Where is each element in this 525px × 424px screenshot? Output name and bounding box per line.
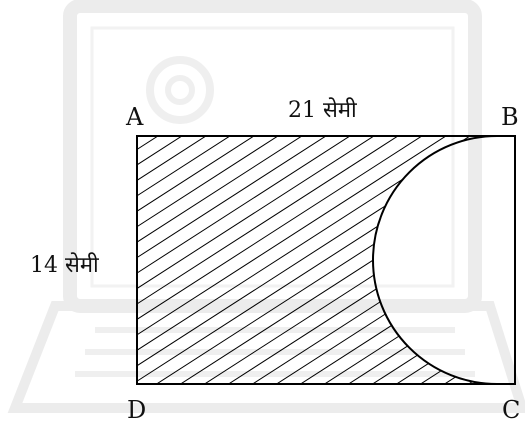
hatch-line (321, 136, 497, 384)
hatch-line (137, 136, 402, 384)
watermark-laptop-logo (7, 0, 525, 413)
rectangle-abcd (136, 135, 516, 385)
vertex-label-a: A (125, 103, 144, 131)
left-side-length-label: 14 सेमी (30, 252, 99, 278)
hatch-line (137, 136, 354, 384)
hatch-line (137, 136, 234, 384)
vertex-label-b: B (501, 103, 519, 131)
hatch-line (137, 136, 450, 384)
hatch-line (137, 136, 497, 384)
hatch-line (137, 136, 474, 384)
semicircle-arc (372, 135, 515, 385)
hatch-line (273, 136, 497, 384)
hatch-line (137, 136, 330, 384)
hatch-line (137, 136, 282, 384)
vertex-label-d: D (127, 396, 146, 424)
vertex-label-c: C (502, 396, 520, 424)
hatch-line (137, 136, 378, 384)
hatch-line (137, 136, 258, 384)
top-side-length-label: 21 सेमी (288, 97, 357, 123)
hatch-line (137, 136, 497, 384)
hatch-line (137, 136, 426, 384)
hatch-line (249, 136, 497, 384)
hatch-line (137, 136, 210, 384)
hatch-line (137, 136, 306, 384)
